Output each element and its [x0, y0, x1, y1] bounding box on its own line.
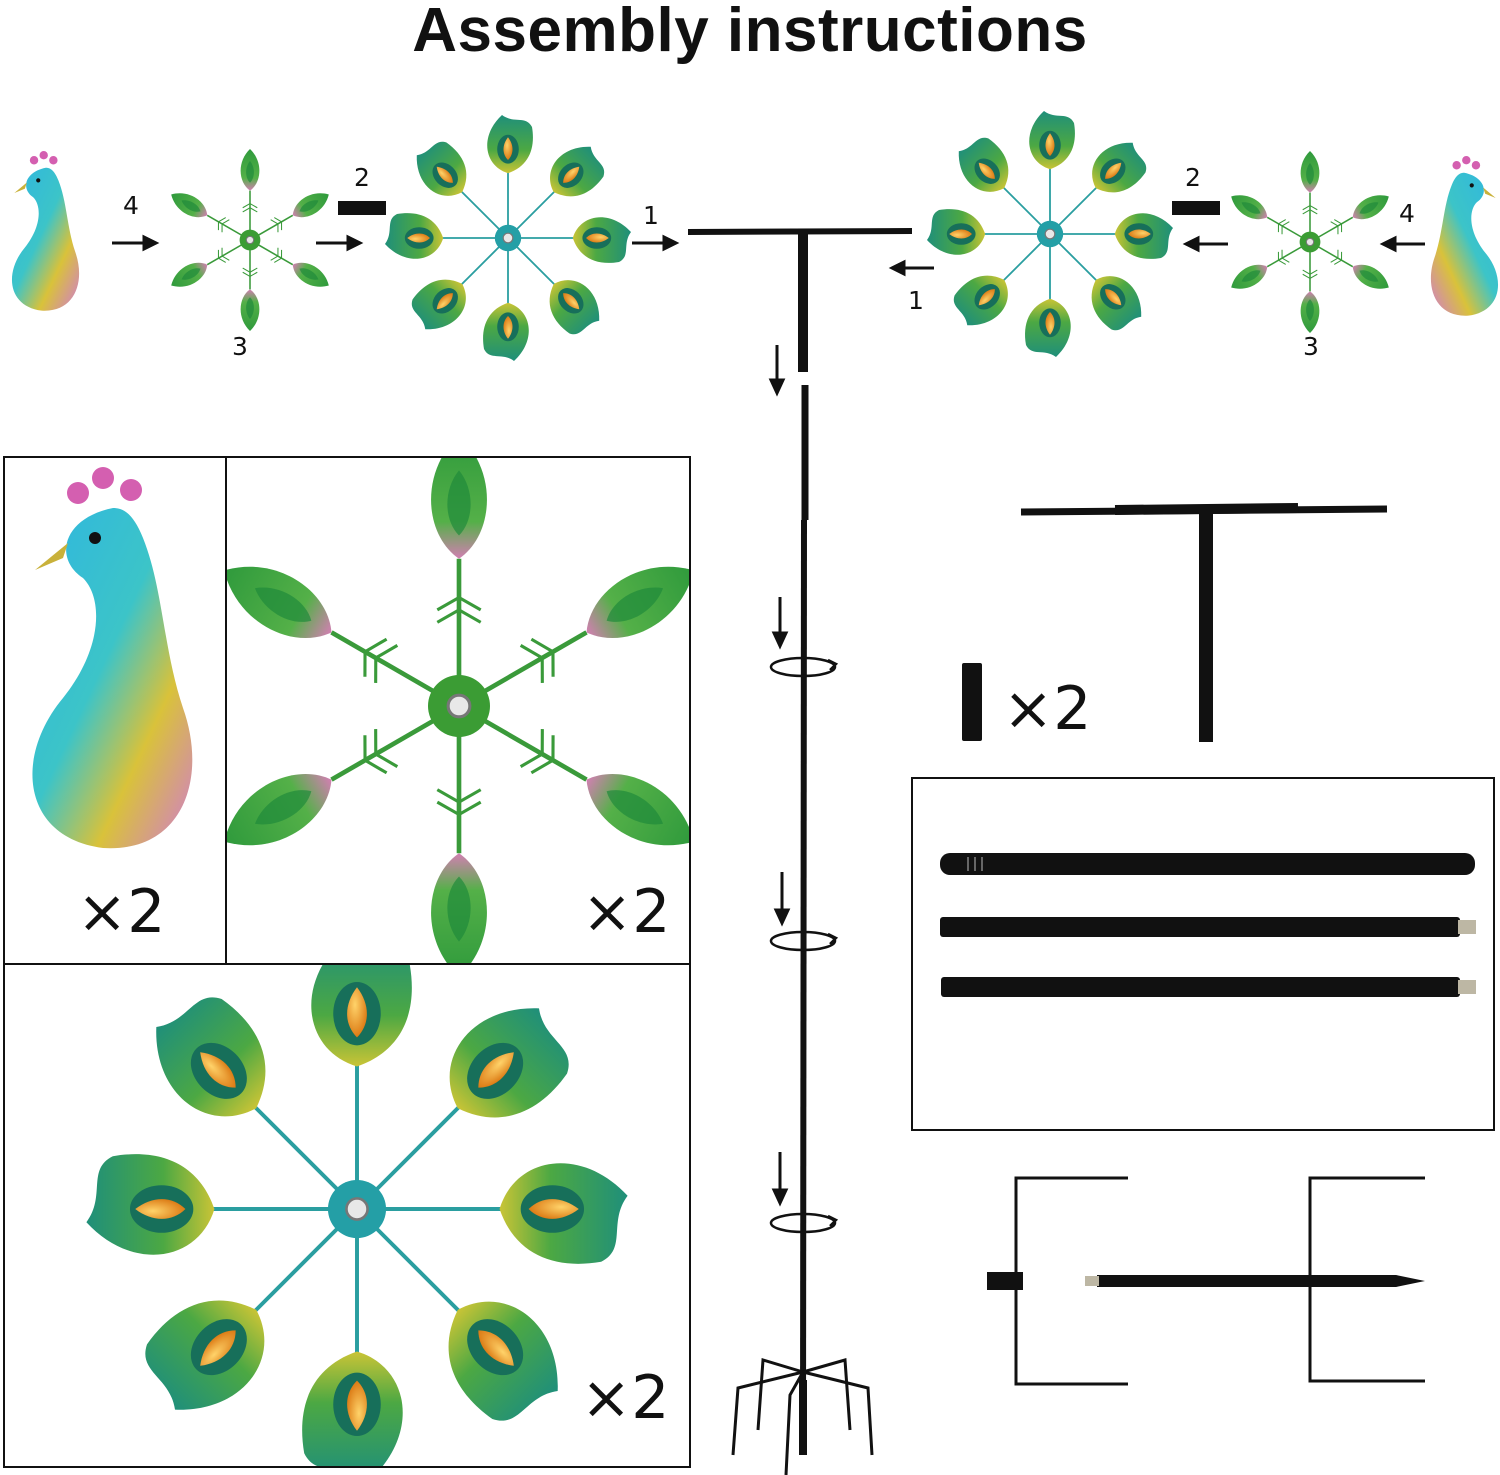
step-number-3: 3	[232, 332, 248, 361]
ground-stake-icon	[731, 1358, 874, 1475]
spacer-tube-icon	[1172, 201, 1220, 215]
large-spinner-panel: ×2	[3, 963, 691, 1468]
page-title: Assembly instructions	[412, 0, 1088, 65]
step-number-4: 4	[1399, 199, 1415, 228]
pole-icon	[799, 385, 809, 1455]
step-number-4: 4	[123, 191, 139, 220]
step-number-2: 2	[1185, 163, 1201, 192]
spacer-tube-icon	[962, 663, 982, 741]
pole-sections-panel	[911, 777, 1495, 1131]
arrow-icon	[112, 234, 1425, 1207]
step-number-2: 2	[354, 163, 370, 192]
peacock-head-icon	[32, 467, 193, 849]
pole-icon	[940, 917, 1476, 937]
quantity-label: ×2	[581, 1363, 670, 1433]
t-bar-icon	[687, 228, 913, 372]
small-spinner-icon	[1231, 151, 1389, 333]
quantity-label: ×2	[582, 877, 671, 947]
peacock-head-icon	[1430, 156, 1499, 316]
step-number-1: 1	[908, 286, 924, 315]
step-number-3: 3	[1303, 332, 1319, 361]
t-bar-icon	[1020, 503, 1388, 742]
quantity-label: ×2	[1003, 674, 1092, 744]
large-spinner-icon	[926, 110, 1174, 357]
small-spinner-icon	[227, 458, 689, 963]
step-number-1: 1	[643, 201, 659, 230]
large-spinner-icon	[86, 965, 628, 1466]
pole-icon	[940, 853, 1475, 875]
spacer-tube-icon	[338, 201, 386, 215]
pole-icon	[941, 977, 1476, 997]
quantity-label: ×2	[77, 877, 166, 947]
ground-stake-icon	[1097, 1275, 1425, 1287]
small-spinner-icon	[171, 149, 329, 331]
ground-stake-icon	[987, 1272, 1023, 1290]
large-spinner-icon	[384, 114, 632, 361]
peacock-head-icon	[11, 151, 80, 311]
rotate-icon	[769, 656, 839, 1234]
small-spinner-panel: ×2	[225, 456, 691, 965]
